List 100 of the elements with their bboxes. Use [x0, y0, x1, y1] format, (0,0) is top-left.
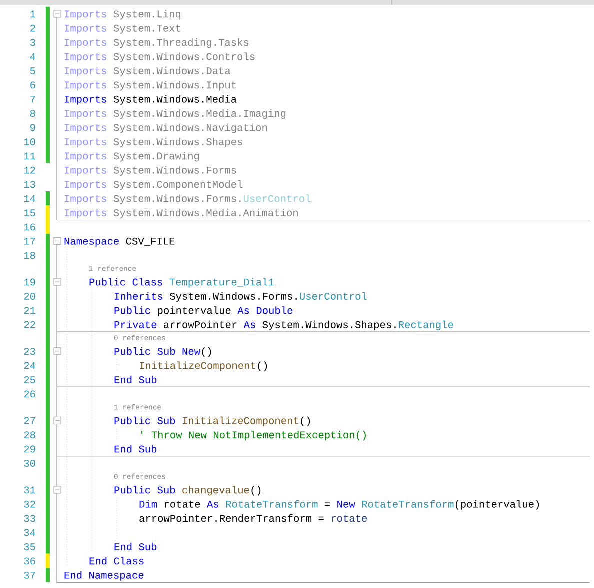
code-text: = [318, 516, 324, 520]
line-number: 24 [24, 362, 36, 370]
code-text: CSV_FILE [126, 238, 175, 246]
keyword: Imports [65, 96, 106, 105]
line-number: 21 [24, 307, 36, 314]
keyword: As [207, 501, 218, 508]
keyword: End Sub [114, 542, 157, 550]
keyword: Imports [65, 152, 106, 162]
keyword: Public Sub [114, 486, 176, 494]
code-text: System.Windows.Forms. [170, 292, 297, 302]
line-number: 8 [30, 110, 36, 118]
keyword: Imports [65, 124, 106, 134]
line-number: 19 [24, 278, 36, 286]
keyword: Imports [65, 138, 106, 148]
code-text: arrowPointer [164, 320, 237, 328]
line-number: 37 [24, 572, 36, 579]
type-name: UserControl [300, 292, 367, 300]
line-number: 27 [24, 417, 36, 424]
keyword: As [244, 322, 256, 328]
keyword: Imports [65, 68, 106, 77]
line-number: 7 [30, 96, 36, 103]
keyword: End Sub [114, 445, 157, 453]
code-text: = [325, 502, 330, 506]
type-name: Temperature_Dial1 [170, 278, 274, 288]
comment: ' Throw New NotImplementedException() [142, 431, 366, 441]
method-name: InitializeComponent [140, 362, 256, 372]
line-number: 23 [24, 348, 36, 356]
line-number: 12 [24, 166, 36, 174]
keyword: Public [114, 306, 150, 314]
code-text: () [202, 348, 212, 358]
line-number: 9 [30, 124, 36, 132]
keyword: Imports [65, 10, 106, 20]
line-number: 16 [24, 224, 36, 231]
keyword: End Namespace [64, 571, 144, 581]
code-text: System.ComponentModel [114, 180, 243, 190]
code-text: System.Windows.Forms [114, 166, 236, 176]
method-name: changevalue [182, 486, 250, 496]
type-name: Rectangle [399, 320, 454, 330]
line-number: 6 [30, 82, 36, 89]
keyword: Dim [140, 500, 158, 508]
code-text: System.Windows.Data [114, 66, 231, 77]
line-number: 30 [24, 460, 36, 467]
code-text: System.Drawing [114, 152, 200, 162]
line-number: 5 [30, 68, 36, 74]
line-number: 4 [30, 53, 36, 60]
line-number: 35 [24, 544, 36, 550]
keyword: Imports [65, 181, 106, 190]
line-number: 28 [24, 432, 36, 439]
keyword: Namespace [64, 238, 119, 247]
keyword: End Sub [114, 376, 157, 384]
keyword: As Double [238, 306, 293, 314]
keyword: Private [114, 320, 157, 328]
keyword: Imports [65, 110, 106, 120]
code-text: () [258, 362, 268, 372]
keyword: Imports [65, 39, 106, 48]
line-number: 13 [24, 181, 36, 188]
line-number: 20 [24, 293, 36, 300]
line-number: 3 [30, 39, 36, 46]
code-text: System.Threading.Tasks [114, 38, 249, 48]
line-number: 31 [24, 486, 36, 494]
code-text: System.Windows.Forms. [114, 194, 241, 204]
code-text: System.Windows.Media [114, 95, 237, 105]
method-name: InitializeComponent [183, 416, 298, 426]
line-number: 36 [24, 558, 36, 565]
line-number: 29 [24, 446, 36, 453]
code-text: rotate [164, 500, 200, 508]
keyword: End Class [90, 557, 144, 565]
code-text: () [301, 416, 310, 426]
keyword: Imports [65, 166, 106, 176]
line-number: 15 [24, 210, 36, 216]
line-number: 14 [24, 195, 36, 202]
line-number: 10 [24, 138, 36, 146]
keyword: New [338, 501, 356, 508]
code-text: System.Windows.Media.Imaging [114, 110, 286, 120]
keyword: Public Sub New [114, 348, 200, 356]
code-text: (pointervalue) [456, 500, 540, 510]
line-number: 33 [24, 515, 36, 522]
line-number: 25 [24, 376, 36, 384]
code-text: arrowPointer.RenderTransform [140, 514, 312, 522]
type-name: UserControl [244, 194, 311, 202]
keyword: Public Class [90, 278, 162, 286]
line-number: 1 [30, 10, 36, 18]
line-number: 11 [24, 152, 36, 160]
line-number: 34 [24, 529, 36, 536]
code-text: System.Windows.Input [114, 81, 236, 91]
line-number: 32 [24, 500, 36, 508]
keyword: Imports [65, 195, 106, 204]
line-number: 2 [30, 24, 36, 32]
code-text: () [252, 486, 261, 496]
code-text: System.Windows.Controls [114, 52, 255, 62]
code-text: System.Windows.Navigation [114, 124, 268, 134]
type-name: RotateTransform [226, 500, 318, 508]
code-text: System.Text [114, 24, 180, 34]
keyword: Imports [65, 53, 106, 62]
code-text: pointervalue [158, 306, 231, 316]
keyword: Inherits [115, 292, 163, 300]
keyword: Imports [65, 24, 106, 34]
code-text: System.Windows.Shapes. [262, 320, 396, 330]
line-number: 22 [24, 321, 36, 328]
line-number: 17 [24, 238, 36, 245]
